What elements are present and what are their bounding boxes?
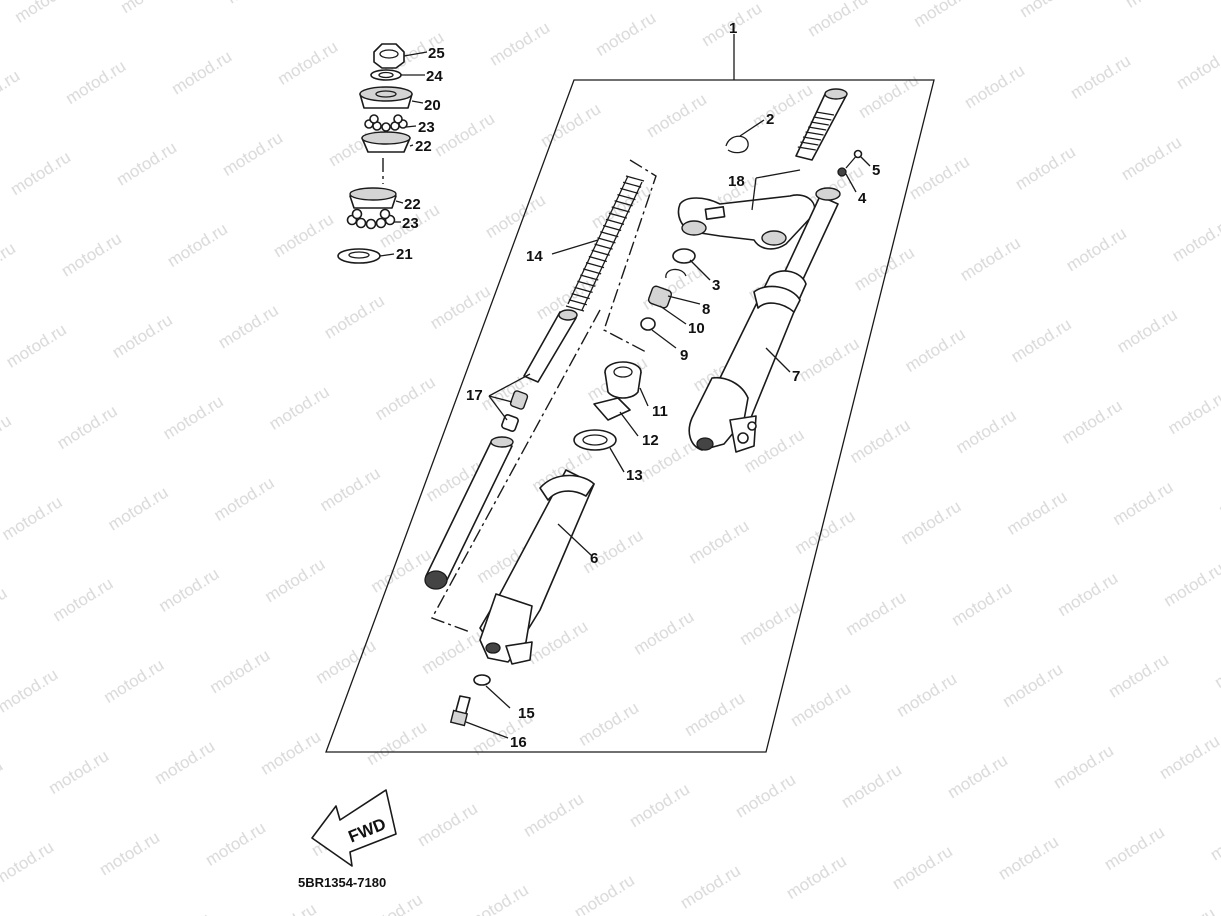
diagram-code: 5BR1354-7180 <box>298 875 386 890</box>
stopper-ring <box>593 397 631 421</box>
dust-seal <box>337 248 381 264</box>
callout-17: 17 <box>466 387 483 404</box>
thread-line <box>808 126 827 131</box>
callout-15: 15 <box>518 705 535 722</box>
left-outer-tube <box>479 469 595 665</box>
spring-coil <box>622 181 642 188</box>
spring-coil <box>591 249 610 256</box>
spring-coils <box>565 175 645 312</box>
callout-20: 20 <box>424 97 441 114</box>
callout-16: 16 <box>510 734 527 751</box>
rebound-spring <box>509 390 529 410</box>
callout-10: 10 <box>688 320 705 337</box>
thread-line <box>797 146 816 151</box>
callout-23-lower: 23 <box>402 215 419 232</box>
spring-coil <box>577 280 596 287</box>
ring-nut <box>373 43 405 69</box>
callout-21: 21 <box>396 246 413 263</box>
callout-4: 4 <box>858 190 867 207</box>
callout-18: 18 <box>728 173 745 190</box>
spring-coil <box>600 231 619 238</box>
callout-22-lower: 22 <box>404 196 421 213</box>
spring-coil <box>585 262 605 269</box>
oil-seals <box>573 361 649 473</box>
callout-2: 2 <box>766 111 774 128</box>
callout-22-upper: 22 <box>415 138 432 155</box>
callout-25: 25 <box>428 45 445 62</box>
spring-coil <box>608 212 628 219</box>
callout-12: 12 <box>642 432 659 449</box>
callout-6: 6 <box>590 550 598 567</box>
drain-bolt-and-washer <box>449 674 511 739</box>
spring-coil <box>582 268 602 275</box>
spring-coil <box>588 255 608 263</box>
callout-3: 3 <box>712 277 720 294</box>
thread-line <box>815 111 835 116</box>
spring-coil <box>620 187 639 195</box>
spring-coil <box>594 243 613 250</box>
callout-11: 11 <box>652 403 668 420</box>
callout-1: 1 <box>729 20 737 37</box>
callout-14: 14 <box>526 248 543 265</box>
stem-thread <box>797 111 835 151</box>
thread-line <box>805 131 824 136</box>
callout-13: 13 <box>626 467 643 484</box>
fork-assembly-frame <box>325 79 935 753</box>
callout-5: 5 <box>872 162 880 179</box>
steering-head-parts <box>337 43 428 264</box>
thread-line <box>813 116 832 121</box>
lower-bearing-balls <box>346 208 396 230</box>
right-fork-assembly <box>640 88 871 453</box>
callout-labels: 1 2 3 4 5 6 7 8 9 10 11 12 13 14 15 16 1… <box>396 20 880 751</box>
spring-coil <box>617 193 636 201</box>
circlip <box>725 135 749 154</box>
callout-24: 24 <box>426 68 443 85</box>
spring-coil <box>611 206 630 213</box>
spring-coil <box>597 237 616 244</box>
spring-coil <box>605 218 625 225</box>
thread-line <box>802 136 822 141</box>
spring-coil <box>568 299 588 306</box>
spring-coil <box>574 286 593 294</box>
spring-coil <box>571 292 590 300</box>
left-fork-inner-parts <box>424 159 657 633</box>
spring-coil <box>614 200 633 207</box>
callout-23-upper: 23 <box>418 119 435 136</box>
callout-9: 9 <box>680 347 688 364</box>
spring-coil <box>580 274 599 281</box>
thread-line <box>800 141 819 146</box>
snap-ring <box>665 268 687 279</box>
lock-washer <box>370 69 402 81</box>
callout-8: 8 <box>702 301 710 318</box>
callout-7: 7 <box>792 368 800 385</box>
spring-coil <box>602 224 622 232</box>
upper-bearing-balls <box>364 114 408 132</box>
spring-coil <box>625 175 645 182</box>
forward-direction-arrow: FWD <box>311 789 397 867</box>
thread-line <box>810 121 829 126</box>
spring-coil <box>565 305 585 312</box>
